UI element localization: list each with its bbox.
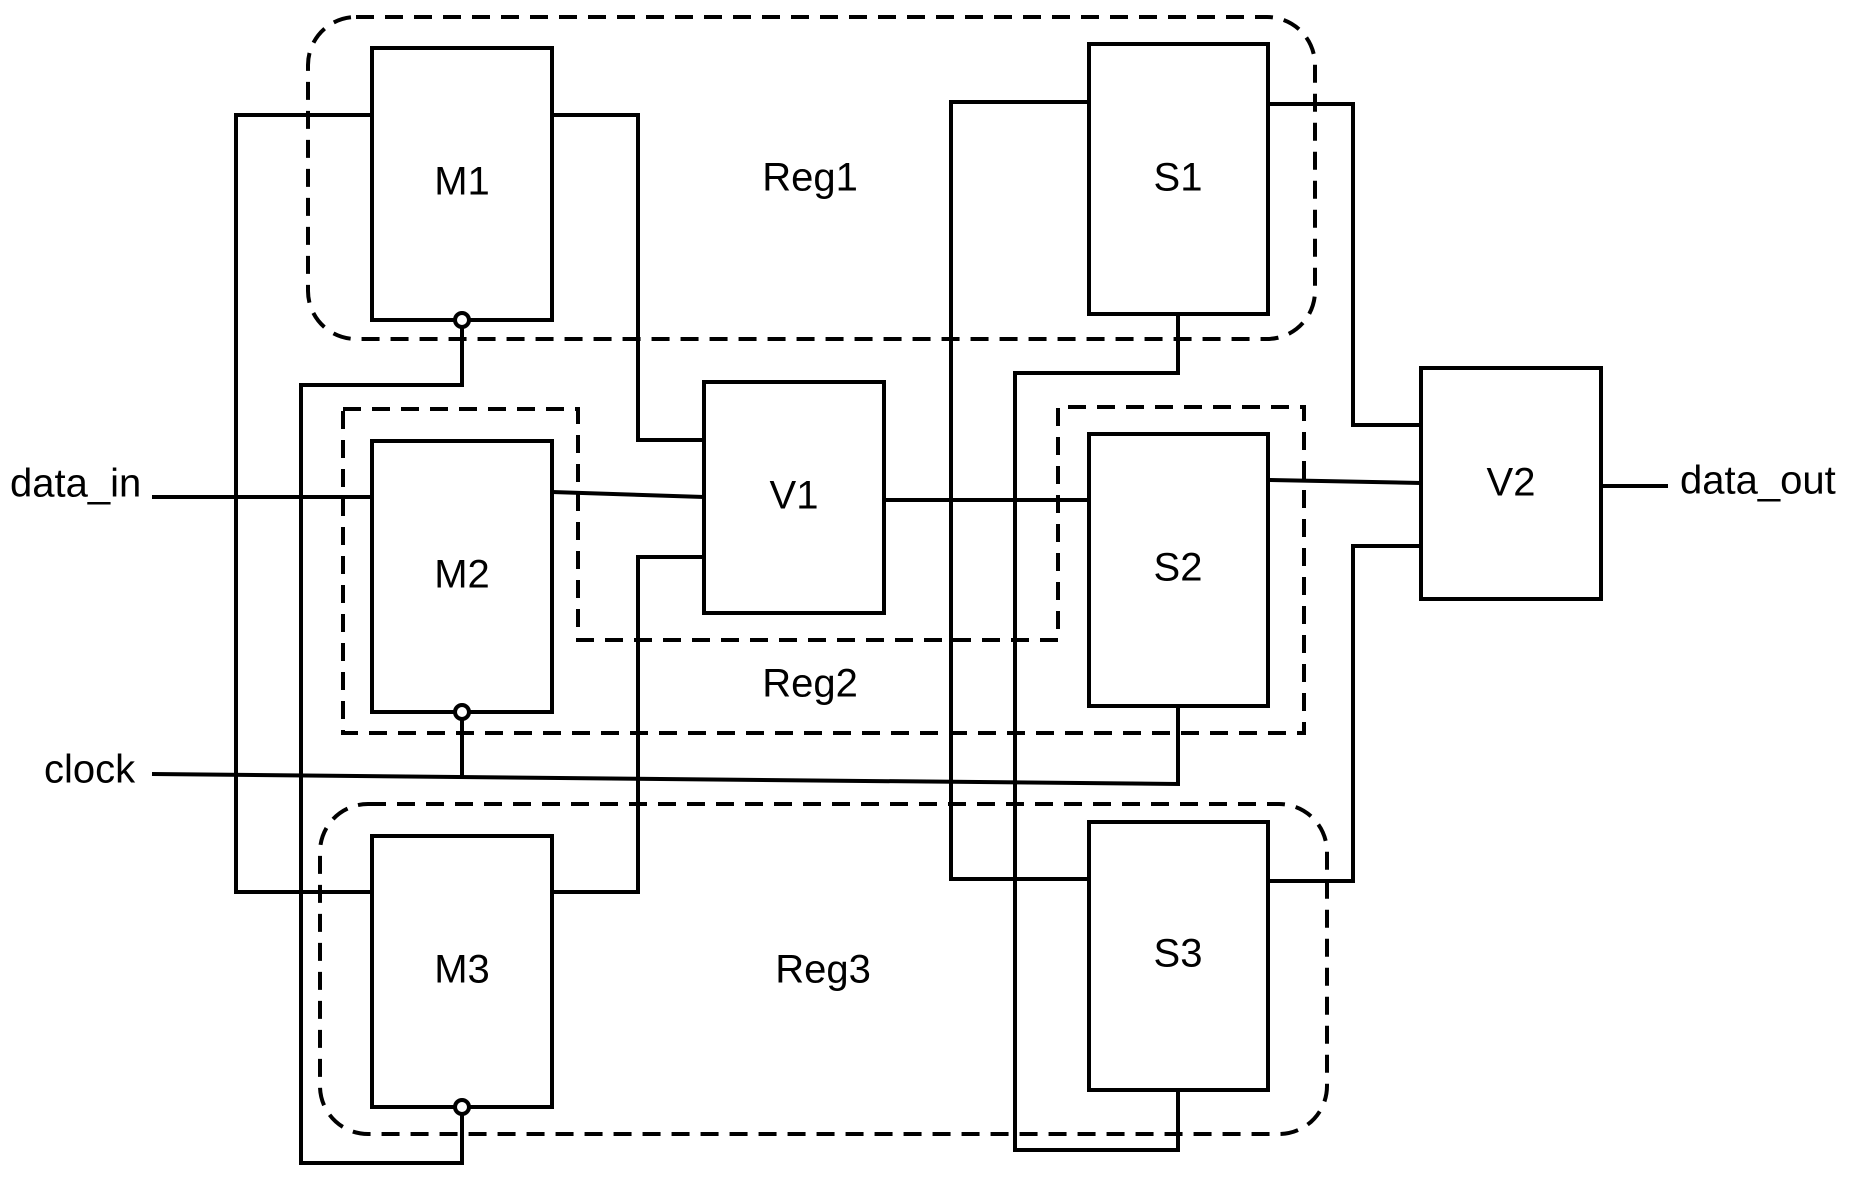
wire-clock-m1-m3: [299, 320, 464, 1165]
block-m2-label: M2: [434, 553, 490, 597]
block-m1: M1: [370, 46, 554, 322]
block-v1-box: [702, 380, 886, 615]
wire-m1-m3-left-loop: [234, 113, 372, 894]
block-v2-box: [1419, 366, 1603, 601]
block-v2-label: V2: [1487, 461, 1536, 505]
wire-s2-to-v2: [1267, 478, 1422, 485]
data-out-label: data_out: [1680, 459, 1836, 503]
clock-bubble-m2: [453, 703, 471, 721]
wire-s3-to-v2: [1268, 544, 1421, 883]
wire-m1-to-v1: [552, 113, 704, 442]
block-s2-label: S2: [1154, 546, 1203, 590]
block-v1: V1: [702, 380, 886, 615]
reg1-label: Reg1: [762, 156, 858, 200]
data-in-label: data_in: [10, 462, 141, 506]
reg2-label: Reg2: [762, 662, 858, 706]
wire-s1-s3-bottom-loop: [1013, 314, 1180, 1152]
block-s3-label: S3: [1154, 932, 1203, 976]
wires: [151, 100, 1668, 1165]
block-m2-box: [370, 439, 554, 714]
block-m1-label: M1: [434, 160, 490, 204]
reg2-region: [341, 405, 1306, 735]
block-s2-box: [1087, 432, 1270, 708]
wire-s1-to-v2: [1268, 102, 1421, 427]
clock-bubble-m1: [453, 311, 471, 329]
block-s3: S3: [1087, 820, 1270, 1092]
block-v1-label: V1: [770, 474, 819, 518]
reg1-region: [306, 15, 1317, 341]
wire-s1-s3-left-loop: [949, 100, 1089, 881]
reg3-label: Reg3: [775, 948, 871, 992]
block-m1-box: [370, 46, 554, 322]
wire-clock: [151, 706, 1180, 787]
block-m2: M2: [370, 439, 554, 714]
block-m3-label: M3: [434, 948, 490, 992]
block-m3-box: [370, 834, 554, 1109]
block-v2: V2: [1419, 366, 1603, 601]
block-m3: M3: [370, 834, 554, 1109]
reg3-region: [318, 802, 1329, 1136]
block-s2: S2: [1087, 432, 1270, 708]
block-s1-label: S1: [1154, 156, 1203, 200]
clock-bubble-m3: [453, 1098, 471, 1116]
block-s3-box: [1087, 820, 1270, 1092]
wire-m3-to-v1: [552, 555, 704, 894]
clock-label: clock: [44, 748, 136, 792]
block-s1: S1: [1087, 42, 1270, 316]
wire-m2-to-v1: [551, 490, 705, 499]
block-s1-box: [1087, 42, 1270, 316]
